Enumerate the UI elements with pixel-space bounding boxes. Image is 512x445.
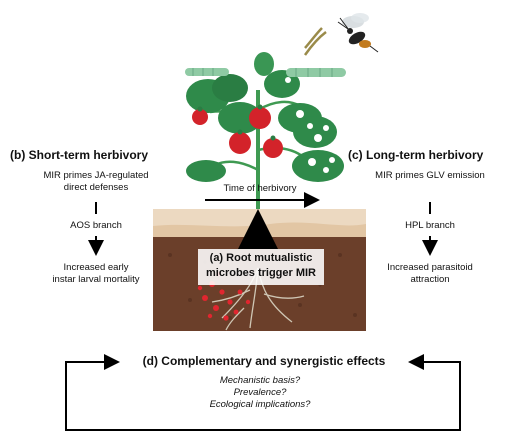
question-mechanistic: Mechanistic basis? xyxy=(219,375,301,386)
time-of-herbivory-label: Time of herbivory xyxy=(223,183,297,194)
short-term-line2: direct defenses xyxy=(63,182,129,193)
root-microbes-label-line1: (a) Root mutualistic xyxy=(209,252,313,264)
long-term-outcome2: attraction xyxy=(410,274,450,285)
root-label-box xyxy=(198,249,324,285)
short-term-line1: MIR primes JA-regulated xyxy=(43,170,149,181)
caterpillar-icon xyxy=(185,68,346,77)
long-term-line1: MIR primes GLV emission xyxy=(375,170,485,181)
parasitoid-wasp-icon xyxy=(303,13,379,56)
short-term-title: (b) Short-term herbivory xyxy=(10,148,149,162)
question-prevalence: Prevalence? xyxy=(233,387,287,398)
short-term-outcome2: instar larval mortality xyxy=(52,274,140,285)
synergy-title: (d) Complementary and synergistic effect… xyxy=(142,354,386,368)
long-term-title: (c) Long-term herbivory xyxy=(348,148,484,162)
question-ecological: Ecological implications? xyxy=(209,399,311,410)
tomato-plant xyxy=(186,52,344,209)
aos-branch-label: AOS branch xyxy=(70,220,122,231)
root-microbes-label-line2: microbes trigger MIR xyxy=(205,267,317,279)
hpl-branch-label: HPL branch xyxy=(405,220,455,231)
synergy-bracket xyxy=(65,361,461,431)
long-term-outcome1: Increased parasitoid xyxy=(387,262,473,273)
short-term-outcome1: Increased early xyxy=(63,262,129,273)
